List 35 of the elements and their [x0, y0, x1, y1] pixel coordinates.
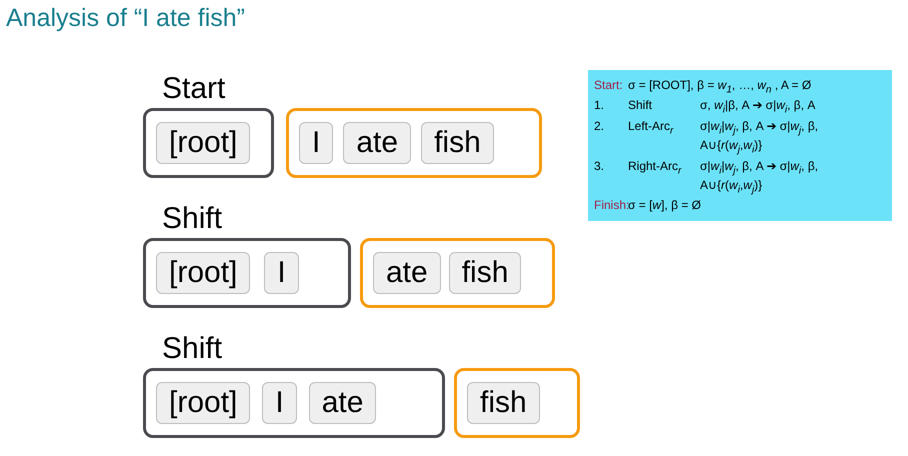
rule-formula: σ = [ROOT], β = w$_{1}$, …, w$_{n}$ , A = Ø — [628, 78, 812, 98]
stack-frame — [143, 108, 274, 178]
step-heading: Start — [162, 72, 226, 106]
rule-number: 2. — [594, 118, 604, 135]
stack-frame — [143, 238, 351, 308]
rule-keyword: Start: — [594, 78, 623, 94]
title: Analysis of “I ate fish” — [6, 4, 245, 33]
rule-formula: σ, w$_{i}$|β, A ➔ σ|w$_{i}$, β, A — [700, 98, 816, 118]
buffer-frame — [454, 368, 580, 438]
token-chip: I — [264, 252, 299, 294]
token-chip: [root] — [156, 122, 250, 164]
rule-keyword: Finish: — [594, 198, 630, 214]
rule-formula: σ = [w], β = Ø — [628, 198, 702, 214]
rule-name: Right-Arc$_{r}$ — [628, 158, 682, 178]
token-chip: ate — [343, 122, 412, 164]
buffer-frame — [360, 238, 555, 308]
token-chip: ate — [308, 382, 376, 424]
rules-panel — [588, 70, 892, 222]
token-chip: I — [299, 122, 334, 164]
step-heading: Shift — [162, 332, 222, 366]
token-chip: fish — [467, 382, 540, 424]
buffer-frame — [286, 108, 542, 178]
rule-number: 3. — [594, 158, 604, 175]
step-heading: Shift — [162, 202, 222, 236]
token-chip: [root] — [156, 382, 250, 424]
token-chip: fish — [448, 252, 522, 294]
token-chip: fish — [421, 122, 494, 164]
token-chip: ate — [373, 252, 441, 294]
rule-name: Left-Arc$_{r}$ — [628, 118, 674, 138]
stack-frame — [143, 368, 445, 438]
token-chip: I — [262, 382, 297, 424]
rule-formula: σ|w$_{i}$|w$_{j}$, β, A ➔ σ|w$_{i}$, β, A∪{r(w$_{i}$,w$_{j}$)} — [700, 158, 820, 198]
rule-name: Shift — [628, 98, 652, 114]
rule-number: 1. — [594, 98, 604, 114]
token-chip: [root] — [156, 252, 250, 294]
